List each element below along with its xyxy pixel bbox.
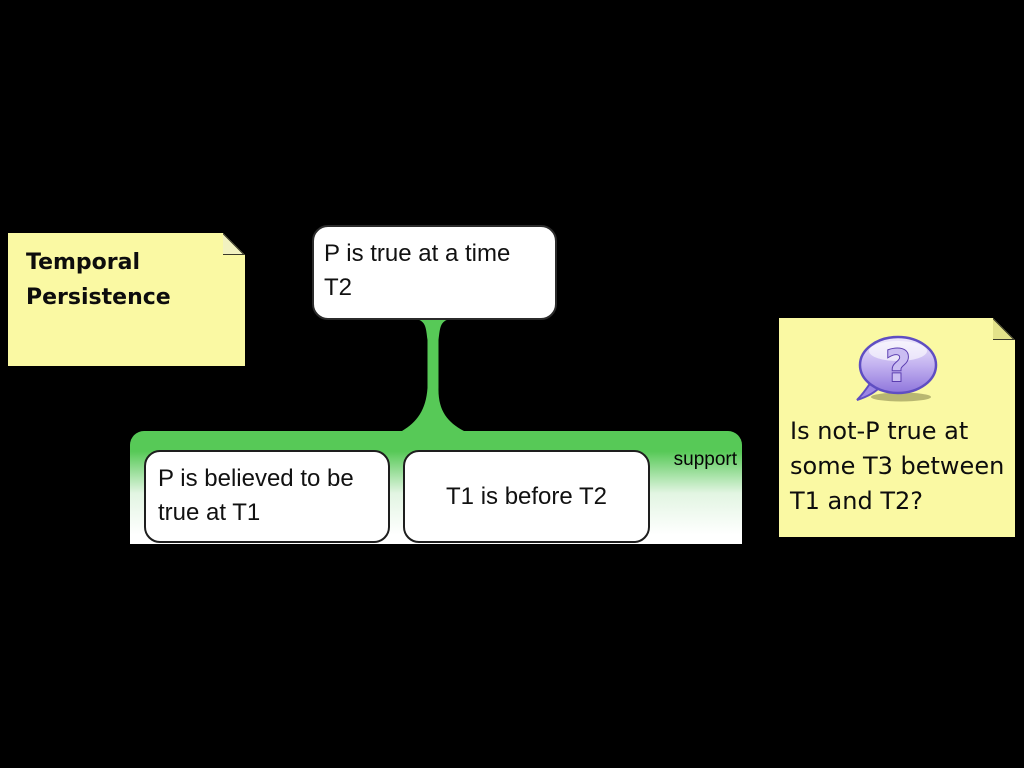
sticky-note-title[interactable]: Temporal Persistence (8, 233, 245, 366)
claim-node[interactable]: P is true at a time T2 (312, 225, 557, 320)
claim-text: P is true at a time T2 (324, 240, 511, 301)
note-question-text: Is not-P true at some T3 between T1 and … (790, 417, 1005, 515)
question-bubble-icon: ? (853, 334, 941, 404)
premise-2-text: T1 is before T2 (446, 482, 607, 510)
support-connector[interactable] (400, 318, 466, 432)
support-label: support (673, 449, 737, 470)
sticky-note-question[interactable]: ? Is not-P true at some T3 between T1 an… (779, 318, 1015, 537)
svg-text:?: ? (885, 341, 911, 392)
premise-node-1[interactable]: P is believed to be true at T1 (144, 450, 390, 543)
support-group[interactable]: support P is believed to be true at T1 T… (130, 431, 742, 544)
note-title-text: Temporal Persistence (26, 250, 171, 310)
note-fold-icon (223, 233, 245, 255)
premise-1-text: P is believed to be true at T1 (158, 465, 354, 526)
note-fold-icon (993, 318, 1015, 340)
premise-node-2[interactable]: T1 is before T2 (403, 450, 650, 543)
